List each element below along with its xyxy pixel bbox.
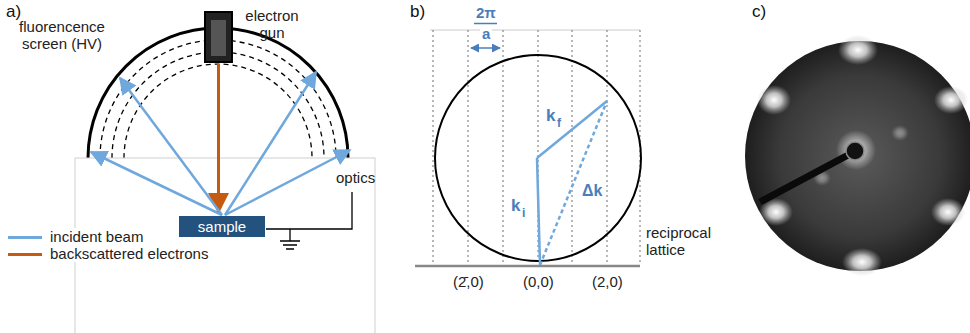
fraction-denominator: a: [480, 25, 492, 42]
vector-symbol: Δk: [580, 182, 604, 200]
part-label: electron gun: [239, 7, 305, 41]
legend-text: backscattered electrons: [48, 245, 210, 262]
part-label: reciprocal lattice: [646, 224, 738, 258]
legend-line: [8, 253, 42, 256]
leed-pattern: [745, 35, 970, 276]
legend-line: [8, 236, 42, 239]
part-label: fluorencence screen (HV): [10, 18, 114, 52]
index-label: (0,0): [523, 273, 554, 290]
legend-text: incident beam: [48, 228, 145, 245]
leed-setup: [75, 12, 375, 333]
index-label: (2̄,0): [453, 273, 484, 290]
ewald-construction: [415, 24, 641, 267]
vector-subscript: i: [522, 206, 525, 220]
index-label: (2,0): [592, 273, 623, 290]
node-text: sample: [187, 218, 257, 235]
panel-letter: a): [6, 3, 21, 20]
panel-letter: b): [410, 3, 425, 20]
panel-letter: c): [752, 3, 766, 20]
vector-symbol: k: [511, 196, 520, 215]
fraction-numerator: 2π: [476, 4, 496, 21]
vector-symbol: k: [546, 106, 555, 125]
part-label: optics: [336, 169, 375, 186]
sample-box: sample: [179, 216, 265, 237]
vector-subscript: f: [557, 116, 561, 130]
